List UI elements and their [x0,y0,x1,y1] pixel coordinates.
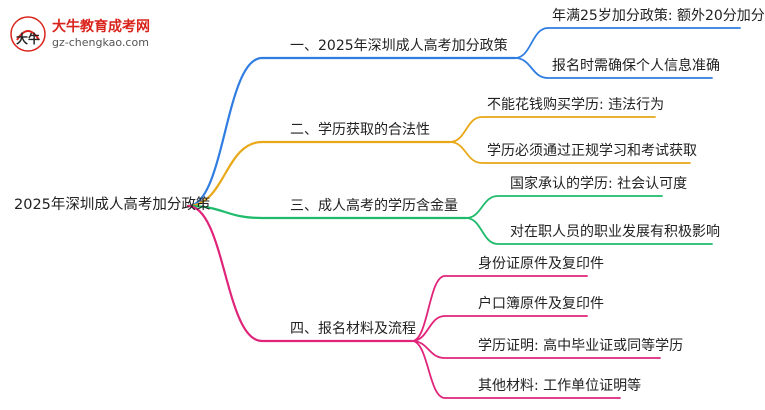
branch-topic: 一、2025年深圳成人高考加分政策 [290,38,508,54]
leaf-topic: 身份证原件及复印件 [478,256,604,272]
leaf-topic: 学历必须通过正规学习和考试获取 [487,143,697,159]
svg-text:大牛: 大牛 [16,31,40,46]
branch-connector [186,56,517,208]
leaf-topic: 国家承认的学历: 社会认可度 [510,176,688,192]
brand-logo: 大牛 大牛教育成考网 gz-chengkao.com [8,14,168,54]
leaf-topic: 户口簿原件及复印件 [478,296,604,312]
root-topic: 2025年深圳成人高考加分政策 [14,197,211,213]
branch-connector [186,140,452,208]
branch-topic: 二、学历获取的合法性 [290,122,430,138]
branch-topic: 三、成人高考的学历含金量 [290,198,458,214]
branch-connector [186,204,468,220]
leaf-connector [465,195,663,219]
leaf-connector [465,217,713,245]
leaf-connector [514,57,713,79]
branch-connector [186,204,414,343]
leaf-topic: 报名时需确保个人信息准确 [552,58,720,74]
leaf-connector [514,27,741,59]
brand-url: gz-chengkao.com [52,36,149,49]
logo-badge-icon: 大牛 [10,16,46,52]
leaf-connector [411,340,621,399]
leaf-connector [411,275,588,342]
leaf-connector [411,315,588,342]
brand-name: 大牛教育成考网 [52,19,150,35]
branch-topic: 四、报名材料及流程 [290,321,416,337]
leaf-topic: 其他材料: 工作单位证明等 [478,378,642,394]
leaf-connector [449,116,656,143]
leaf-topic: 不能花钱购买学历: 违法行为 [487,97,665,113]
leaf-topic: 年满25岁加分政策: 额外20分加分 [552,8,765,24]
leaf-connector [449,141,691,164]
leaf-topic: 对在职人员的职业发展有积极影响 [510,224,720,240]
leaf-topic: 学历证明: 高中毕业证或同等学历 [478,338,684,354]
